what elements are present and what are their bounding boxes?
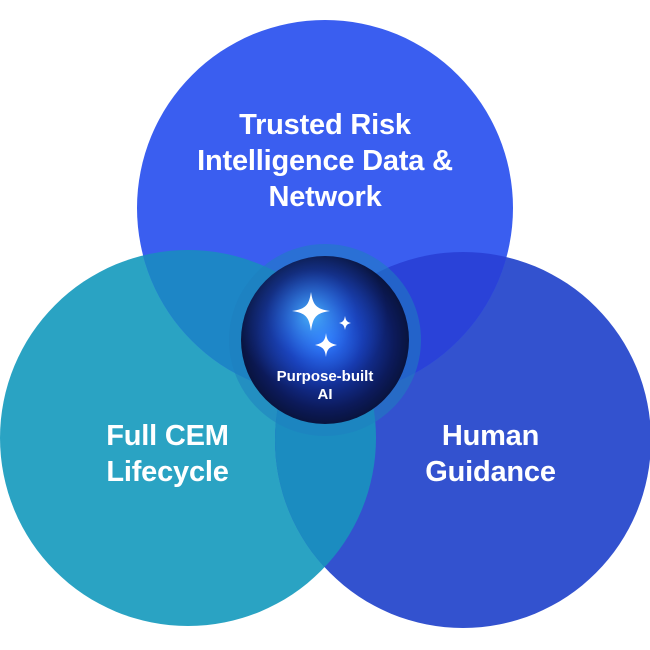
label-line: Purpose-built [276,368,374,385]
label-line: Trusted Risk [239,109,411,141]
label-human-guidance: Human Guidance [378,418,603,490]
label-line: Network [268,181,382,213]
label-line: Intelligence Data & [197,145,453,177]
label-line: AI [317,386,333,403]
label-line: Lifecycle [106,456,229,488]
label-trusted-risk-intelligence: Trusted Risk Intelligence Data & Network [165,107,485,215]
label-line: Guidance [425,456,556,488]
label-purpose-built-ai: Purpose-built AI [245,368,405,404]
label-full-cem-lifecycle: Full CEM Lifecycle [55,418,280,490]
overlap-top-left [137,250,376,396]
overlap-top-right [275,252,513,396]
label-line: Human [441,420,540,452]
sparkles-icon [292,292,351,357]
label-line: Full CEM [106,420,229,452]
